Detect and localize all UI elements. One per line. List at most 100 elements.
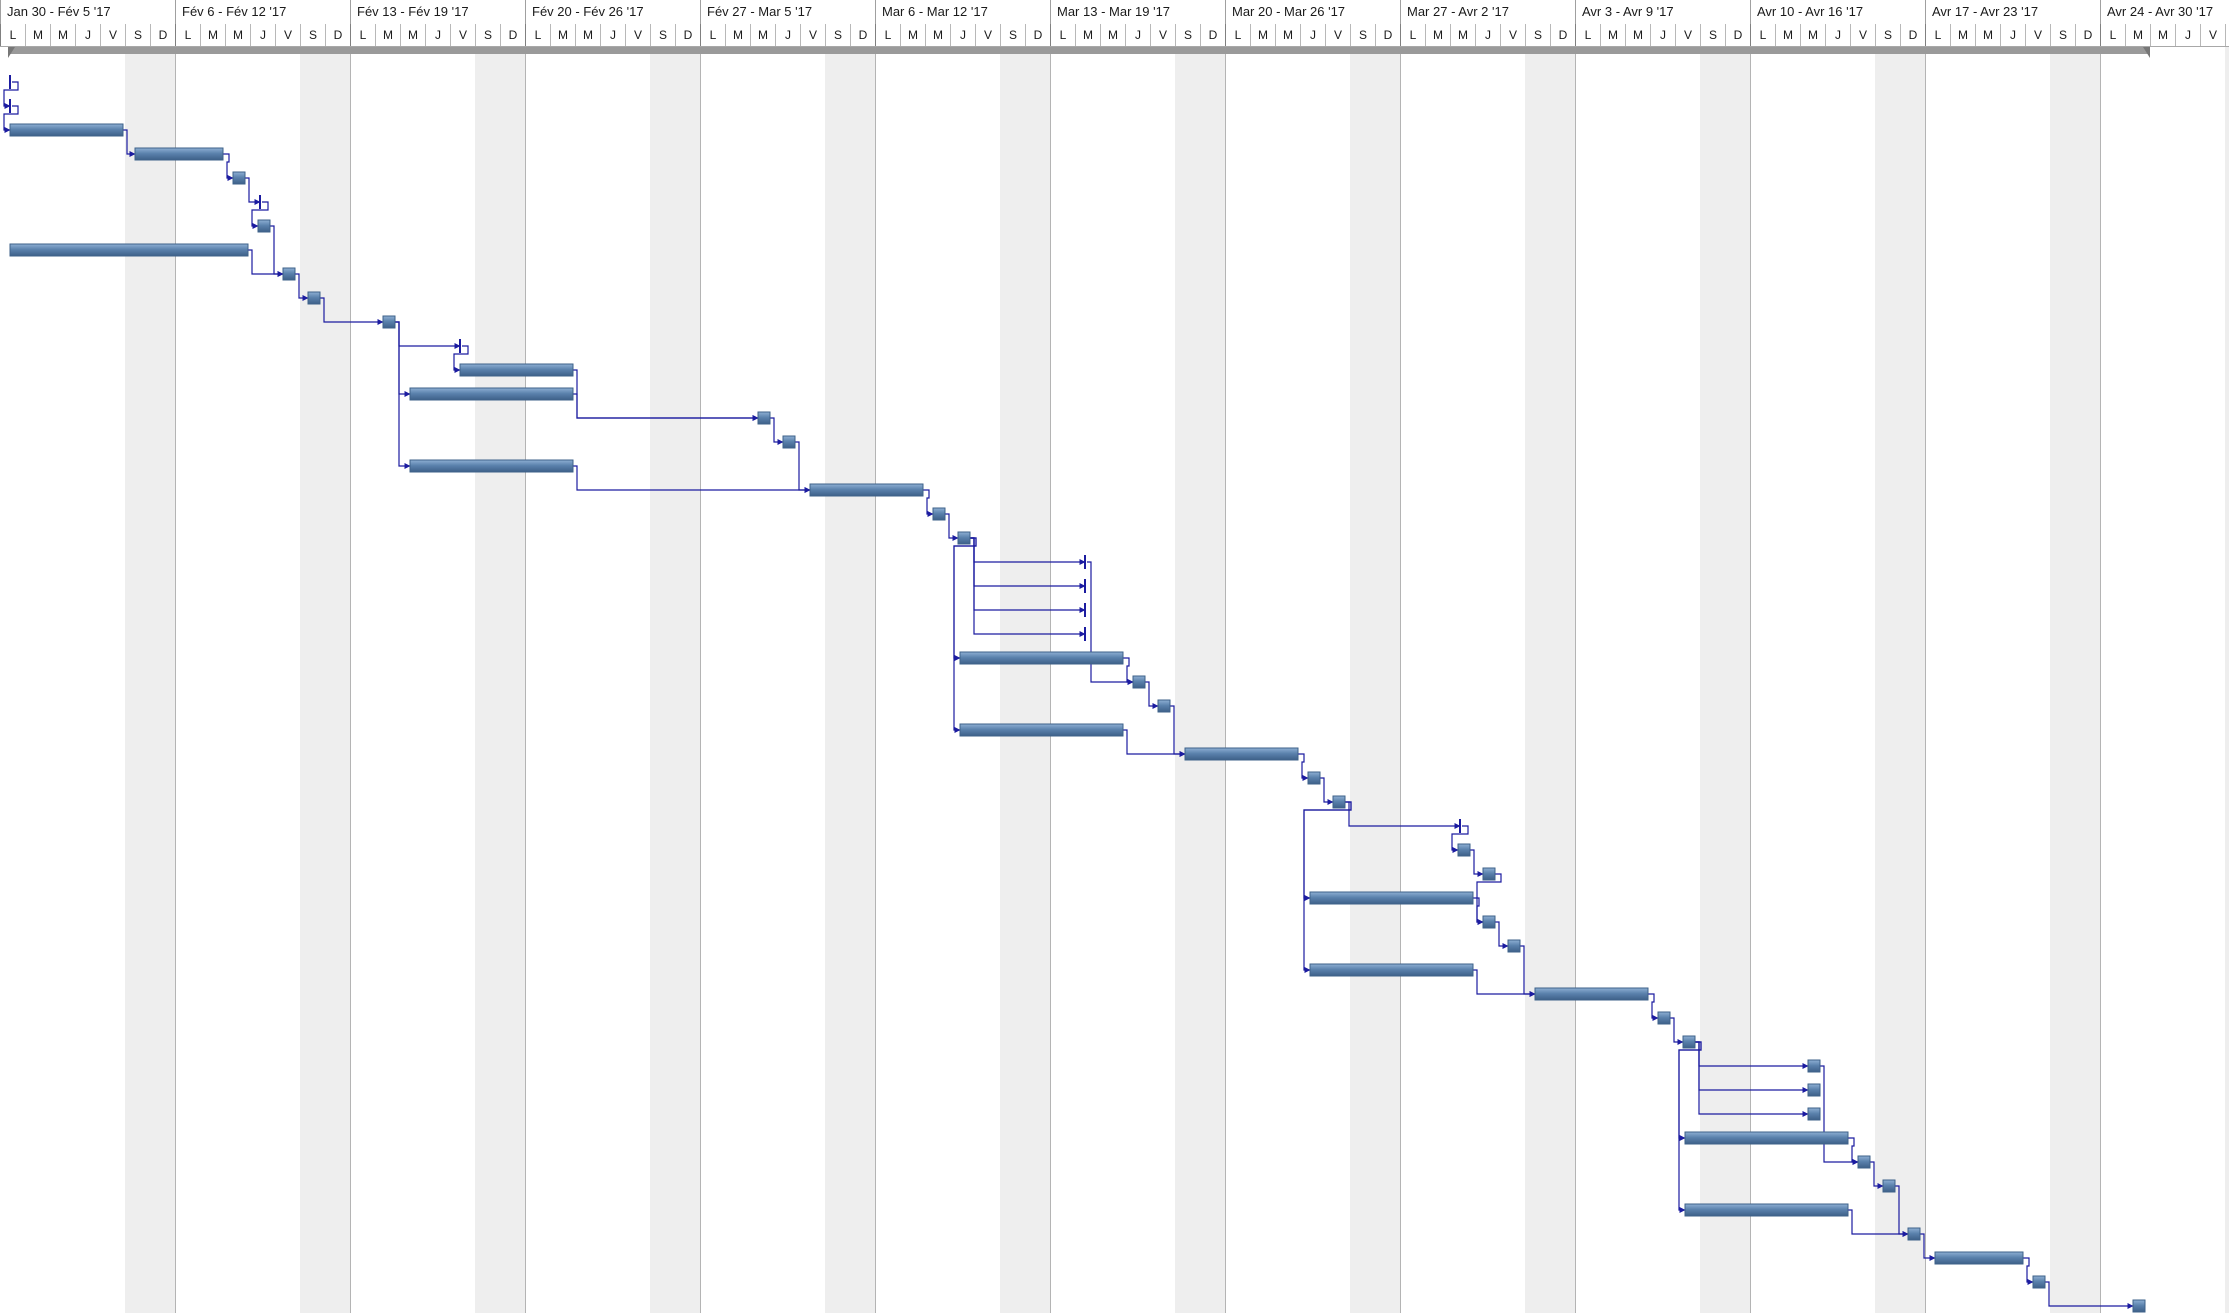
- dependency-link: [770, 417, 784, 445]
- day-header: S: [1525, 24, 1550, 46]
- day-header: M: [1425, 24, 1450, 46]
- milestone-marker: [1084, 579, 1086, 593]
- day-header: S: [1350, 24, 1375, 46]
- weekend-shade: [300, 47, 350, 1313]
- task-bar: [1507, 939, 1521, 953]
- dependency-link: [953, 537, 977, 661]
- day-header: L: [1925, 24, 1950, 46]
- task-bar: [1684, 1203, 1849, 1217]
- task-bar: [782, 435, 796, 449]
- task-bar: [134, 147, 224, 161]
- day-header: D: [2075, 24, 2100, 46]
- dependency-link: [320, 297, 384, 325]
- task-bar: [9, 123, 124, 137]
- weekend-shade: [1350, 47, 1400, 1313]
- task-bar: [1482, 867, 1496, 881]
- task-bar: [257, 219, 271, 233]
- dependency-link: [123, 129, 136, 157]
- day-header: V: [1850, 24, 1875, 46]
- day-header: J: [1300, 24, 1325, 46]
- dependency-link: [573, 369, 759, 421]
- day-header: V: [1675, 24, 1700, 46]
- week-header: Avr 24 - Avr 30 '17: [2100, 0, 2229, 24]
- day-header: M: [725, 24, 750, 46]
- task-bar: [757, 411, 771, 425]
- day-header: S: [825, 24, 850, 46]
- milestone-marker: [9, 99, 11, 113]
- week-header: Mar 20 - Mar 26 '17: [1225, 0, 1400, 24]
- dependency-link: [573, 465, 811, 493]
- task-bar: [1684, 1131, 1849, 1145]
- day-header: L: [175, 24, 200, 46]
- week-header: Mar 6 - Mar 12 '17: [875, 0, 1050, 24]
- task-bar: [1307, 771, 1321, 785]
- day-header: V: [2025, 24, 2050, 46]
- day-header: J: [600, 24, 625, 46]
- weekend-shade: [1175, 47, 1225, 1313]
- day-header: J: [775, 24, 800, 46]
- day-header: S: [1175, 24, 1200, 46]
- task-bar: [1807, 1083, 1821, 1097]
- week-header: Avr 17 - Avr 23 '17: [1925, 0, 2100, 24]
- dependency-link: [1145, 681, 1159, 709]
- milestone-marker: [459, 339, 461, 353]
- milestone-marker: [259, 195, 261, 209]
- dependency-link: [953, 537, 977, 733]
- day-header: V: [800, 24, 825, 46]
- day-header: S: [1875, 24, 1900, 46]
- task-bar: [1132, 675, 1146, 689]
- dependency-link: [1495, 921, 1509, 949]
- weekend-shade: [1525, 47, 1575, 1313]
- task-bar: [959, 723, 1124, 737]
- day-header: M: [750, 24, 775, 46]
- dependency-link: [1820, 1065, 1859, 1165]
- day-header: J: [75, 24, 100, 46]
- day-header: S: [1700, 24, 1725, 46]
- week-header: Jan 30 - Fév 5 '17: [0, 0, 175, 24]
- dependency-link: [1320, 777, 1334, 805]
- dependency-link: [1473, 897, 1484, 925]
- weekend-shade: [1000, 47, 1050, 1313]
- task-bar: [232, 171, 246, 185]
- dependency-link: [248, 249, 284, 277]
- week-header: Fév 27 - Mar 5 '17: [700, 0, 875, 24]
- task-bar: [307, 291, 321, 305]
- task-bar: [282, 267, 296, 281]
- day-header: S: [2225, 24, 2229, 46]
- task-bar: [809, 483, 924, 497]
- day-header: D: [150, 24, 175, 46]
- day-header: M: [550, 24, 575, 46]
- dependency-link: [223, 153, 234, 181]
- task-bar: [1882, 1179, 1896, 1193]
- dependency-link: [1303, 801, 1352, 973]
- dependency-link: [1648, 993, 1659, 1021]
- task-bar: [1309, 891, 1474, 905]
- day-header: M: [1775, 24, 1800, 46]
- day-header: D: [1200, 24, 1225, 46]
- day-header: M: [200, 24, 225, 46]
- week-header: Mar 27 - Avr 2 '17: [1400, 0, 1575, 24]
- task-bar: [1807, 1107, 1821, 1121]
- day-header: S: [650, 24, 675, 46]
- dependency-link: [245, 177, 261, 205]
- gantt-chart-area: [3, 47, 2229, 1313]
- task-bar: [409, 387, 574, 401]
- day-header: V: [275, 24, 300, 46]
- day-header: M: [575, 24, 600, 46]
- task-bar: [959, 651, 1124, 665]
- task-bar: [932, 507, 946, 521]
- task-bar: [9, 243, 249, 257]
- day-header: S: [2050, 24, 2075, 46]
- weekend-shade: [1875, 47, 1925, 1313]
- day-header: D: [1025, 24, 1050, 46]
- day-header: M: [925, 24, 950, 46]
- dependency-link: [395, 321, 461, 349]
- day-header: V: [450, 24, 475, 46]
- dependency-link: [1678, 1041, 1702, 1141]
- dependency-link: [251, 201, 269, 229]
- dependency-link: [453, 345, 469, 373]
- day-header: M: [1800, 24, 1825, 46]
- day-header: M: [1075, 24, 1100, 46]
- day-header: M: [1600, 24, 1625, 46]
